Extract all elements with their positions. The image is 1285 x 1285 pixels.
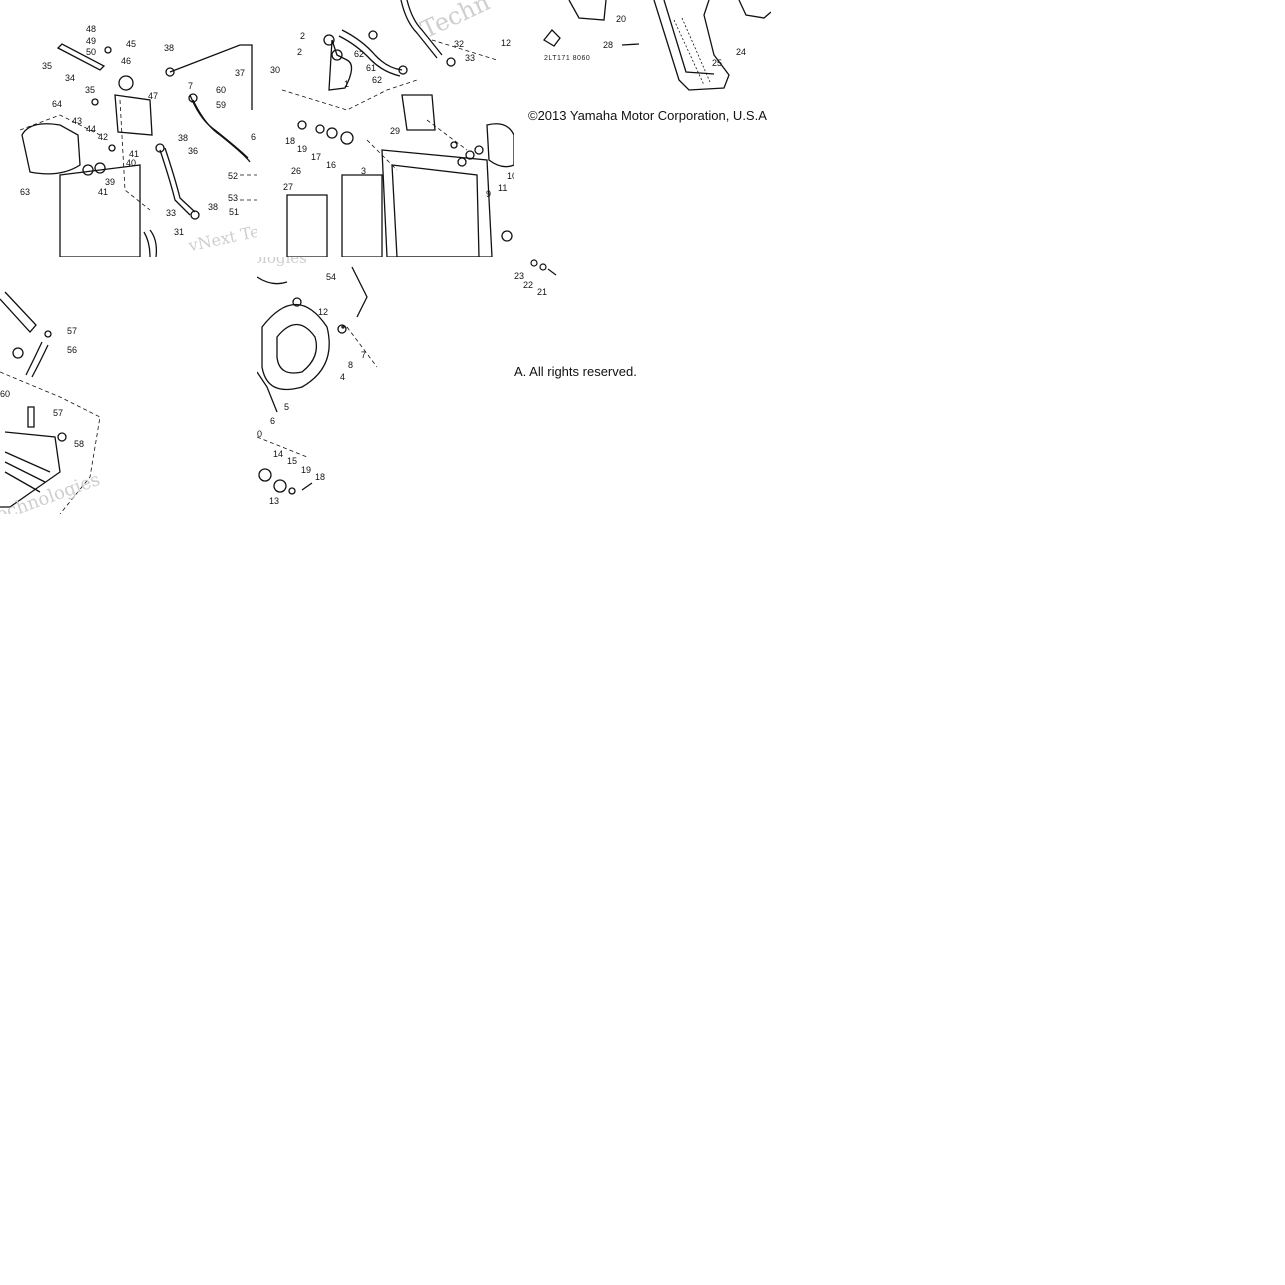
- callout-11: 11: [498, 183, 508, 193]
- callout-42: 42: [98, 132, 109, 142]
- callout-51: 51: [229, 207, 240, 217]
- callout-59: 59: [216, 100, 227, 110]
- callout-41b: 41: [98, 187, 109, 197]
- callout-35b: 35: [85, 85, 96, 95]
- callout-16: 16: [326, 160, 337, 170]
- callout-10: 10: [507, 171, 514, 181]
- diagram-tile-top-right: 20 28 24 25 2LT171 8060 ©2013 Yamaha Mot…: [514, 0, 771, 130]
- callout-23: 23: [514, 271, 525, 281]
- callout-19: 19: [297, 144, 308, 154]
- callout-0: 0: [257, 429, 263, 439]
- callout-50: 50: [86, 47, 97, 57]
- callout-38b: 38: [178, 133, 189, 143]
- callout-49: 49: [86, 36, 97, 46]
- callout-53: 53: [228, 193, 239, 203]
- callout-52: 52: [228, 171, 239, 181]
- bolt-set-drawing: [530, 259, 557, 276]
- callout-33: 33: [465, 53, 476, 63]
- diagram-tile-top-left: 48 49 50 45 46 35 34 35 64 43 44 42 47 3…: [0, 0, 257, 257]
- callout-20: 20: [616, 14, 627, 24]
- part-code: 2LT171 8060: [544, 55, 591, 62]
- callout-58: 58: [74, 439, 85, 449]
- callout-57b: 57: [53, 408, 64, 418]
- callout-39: 39: [105, 177, 116, 187]
- callout-7: 7: [361, 350, 367, 360]
- callout-3: 3: [361, 166, 367, 176]
- callout-9: 9: [486, 189, 492, 199]
- callout-36: 36: [188, 146, 199, 156]
- diagram-tile-middle-middle: 54 12 7 8 4 5 6 0 14 15 19 18 13 ologies: [257, 257, 514, 514]
- callout-48: 48: [86, 24, 97, 34]
- callout-61: 61: [366, 63, 377, 73]
- callout-18: 18: [315, 472, 326, 482]
- callout-40: 40: [126, 158, 137, 168]
- callout-21: 21: [537, 287, 548, 297]
- callout-46: 46: [121, 56, 132, 66]
- callout-34: 34: [65, 73, 76, 83]
- callout-5: 5: [284, 402, 290, 412]
- callout-64: 64: [52, 99, 63, 109]
- fan-shroud-drawing: [257, 266, 378, 495]
- callout-57a: 57: [67, 326, 78, 336]
- callout-44: 44: [86, 124, 97, 134]
- callout-31: 31: [174, 227, 185, 237]
- callout-22: 22: [523, 280, 534, 290]
- callout-18: 18: [285, 136, 296, 146]
- callout-30: 30: [270, 65, 281, 75]
- callout-7: 7: [188, 81, 194, 91]
- diagram-tile-middle-left: 57 56 57 58 60 echnologies: [0, 257, 257, 514]
- callout-6: 6: [270, 416, 276, 426]
- callout-63: 63: [20, 187, 31, 197]
- radiator-and-fan-drawing: [281, 0, 514, 257]
- callout-12: 12: [318, 307, 329, 317]
- callout-56: 56: [67, 345, 78, 355]
- callout-29: 29: [390, 126, 401, 136]
- callout-62b: 62: [372, 75, 383, 85]
- callout-2b: 2: [297, 47, 303, 57]
- callout-35a: 35: [42, 61, 53, 71]
- hose-and-thermostat-drawing: [19, 43, 257, 257]
- callout-4: 4: [340, 372, 346, 382]
- callout-60: 60: [216, 85, 227, 95]
- callout-38c: 38: [208, 202, 219, 212]
- callout-62a: 62: [354, 49, 365, 59]
- shroud-drawing: [543, 0, 771, 91]
- callout-37: 37: [235, 68, 246, 78]
- reservoir-tank-drawing: [0, 291, 101, 514]
- copyright-line-1: ©2013 Yamaha Motor Corporation, U.S.A: [528, 108, 767, 123]
- callout-13: 13: [269, 496, 280, 506]
- callout-24: 24: [736, 47, 747, 57]
- callout-47: 47: [148, 91, 159, 101]
- callout-1: 1: [344, 79, 350, 89]
- callout-2a: 2: [300, 31, 306, 41]
- callout-41a: 41: [129, 149, 140, 159]
- callout-6: 6: [251, 132, 257, 142]
- copyright-line-2: A. All rights reserved.: [514, 364, 637, 379]
- callout-45: 45: [126, 39, 137, 49]
- callout-28: 28: [603, 40, 614, 50]
- callout-14: 14: [273, 449, 284, 459]
- callout-17: 17: [311, 152, 322, 162]
- callout-26: 26: [291, 166, 302, 176]
- watermark-text-4: ologies: [257, 257, 307, 267]
- callout-32: 32: [454, 39, 465, 49]
- callout-43: 43: [72, 116, 83, 126]
- callout-27: 27: [283, 182, 294, 192]
- callout-60: 60: [0, 389, 11, 399]
- callout-25: 25: [712, 58, 723, 68]
- callout-54: 54: [326, 272, 337, 282]
- callout-15: 15: [287, 456, 298, 466]
- callout-12: 12: [501, 38, 512, 48]
- diagram-tile-middle-right: 23 22 21 A. All rights reserved.: [514, 257, 644, 387]
- callout-8: 8: [348, 360, 354, 370]
- callout-33: 33: [166, 208, 177, 218]
- callout-38a: 38: [164, 43, 175, 53]
- callout-19: 19: [301, 465, 312, 475]
- diagram-tile-top-middle: 2 2 1 62 61 62 32 33 12 30 18 19 17 16 2…: [257, 0, 514, 257]
